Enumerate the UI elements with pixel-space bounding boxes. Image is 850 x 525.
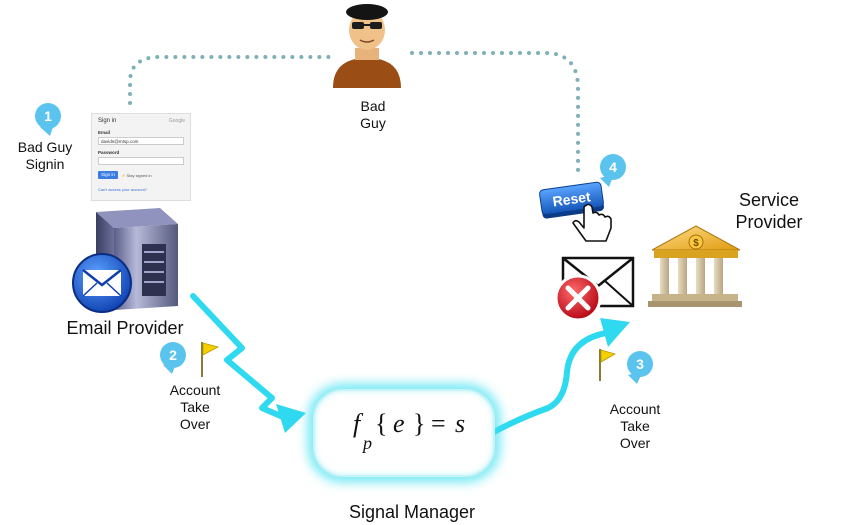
signin-help-link: Can't access your account?	[98, 187, 148, 192]
bank-building-icon: $	[648, 225, 742, 307]
formula-open-brace: {	[375, 409, 388, 438]
email-provider-label: Email Provider	[66, 318, 184, 338]
bad-guy-signin-label: Bad Guy Signin	[17, 139, 73, 172]
signin-password-field	[98, 157, 184, 165]
envelope-error-icon	[554, 256, 635, 322]
attack-path-dotted	[128, 55, 337, 105]
formula-s: s	[455, 409, 466, 438]
flag-icon	[201, 342, 220, 377]
account-takeover-right-label: Account Take Over	[609, 401, 661, 451]
signin-email-label: Email	[98, 130, 111, 135]
step-badge-4: 4	[600, 154, 626, 187]
step-number-4: 4	[609, 159, 617, 175]
formula-e: e	[393, 409, 405, 438]
formula-close-brace: }	[413, 409, 426, 438]
signal-manager-label: Signal Manager	[348, 502, 476, 522]
formula-equals: =	[431, 409, 446, 438]
sign-in-form-icon: Sign in Google Email davidn@mtsp.com Pas…	[91, 113, 191, 201]
signin-stay-signed-in: ✔ Stay signed in	[122, 173, 152, 178]
step-badge-2: 2	[160, 342, 186, 374]
step-number-2: 2	[169, 347, 177, 363]
hand-cursor-icon	[572, 203, 612, 242]
formula-f: f	[353, 409, 361, 438]
signin-brand: Google	[168, 118, 185, 124]
step-number-3: 3	[636, 356, 644, 372]
bad-guy-label: Bad Guy	[360, 98, 386, 131]
formula-subscript: p	[363, 433, 372, 453]
email-envelope-icon	[72, 253, 132, 313]
account-takeover-left-label: Account Take Over	[169, 382, 221, 432]
signin-email-field: davidn@mtsp.com	[98, 137, 184, 145]
attack-path-dotted-right	[410, 51, 580, 180]
step-badge-1: 1	[35, 103, 61, 136]
signin-title: Sign in	[98, 118, 117, 124]
signin-button: Sign in	[98, 171, 118, 179]
bad-guy-avatar-icon	[333, 4, 401, 88]
signal-manager-formula-box: f p { e } = s	[313, 389, 495, 477]
signal-formula: f p { e } = s	[315, 391, 493, 475]
flag-icon-right	[599, 349, 617, 381]
flow-arrow-to-service-provider	[491, 318, 630, 435]
flow-arrow-to-signal-manager	[190, 293, 306, 433]
reset-button-label: Reset	[552, 188, 592, 209]
step-number-1: 1	[44, 108, 52, 124]
signin-password-label: Password	[98, 150, 120, 155]
service-provider-label: Service Provider	[735, 190, 803, 232]
step-badge-3: 3	[627, 351, 653, 384]
svg-text:$: $	[693, 238, 699, 249]
